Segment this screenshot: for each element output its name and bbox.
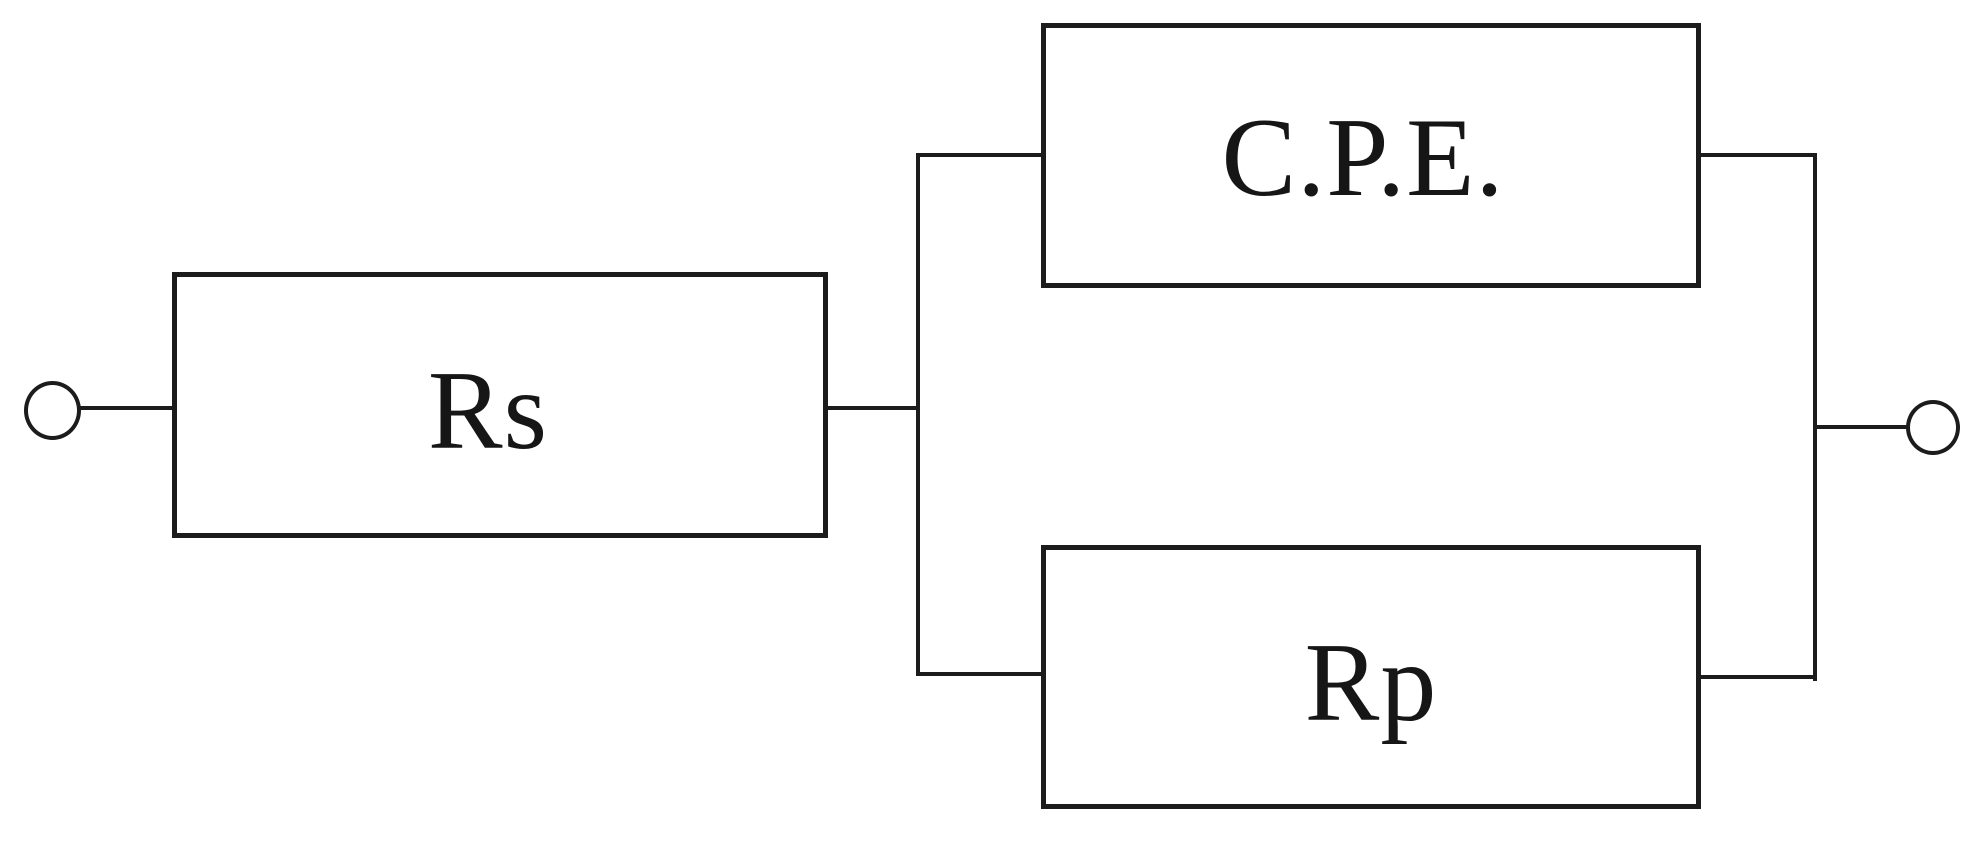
parallel-right-rail <box>1813 153 1817 681</box>
rp-resistor-box: Rp <box>1041 545 1701 809</box>
rp-label: Rp <box>1304 621 1438 745</box>
cpe-element-box: C.P.E. <box>1041 23 1701 288</box>
wire-junction-to-cpe <box>920 153 1041 157</box>
wire-rs-to-parallel-junction <box>828 406 920 410</box>
right-terminal-node-icon <box>1906 400 1960 455</box>
wire-junction-to-right-terminal <box>1817 425 1908 429</box>
wire-left-terminal-to-rs <box>78 406 172 410</box>
parallel-left-rail <box>916 153 920 676</box>
rs-label: Rs <box>427 349 549 473</box>
left-terminal-node-icon <box>24 381 81 440</box>
cpe-label: C.P.E. <box>1221 95 1505 220</box>
wire-cpe-to-junction <box>1701 153 1817 157</box>
wire-junction-to-rp <box>920 672 1041 676</box>
rs-resistor-box: Rs <box>172 272 828 538</box>
wire-rp-to-junction <box>1701 675 1817 679</box>
